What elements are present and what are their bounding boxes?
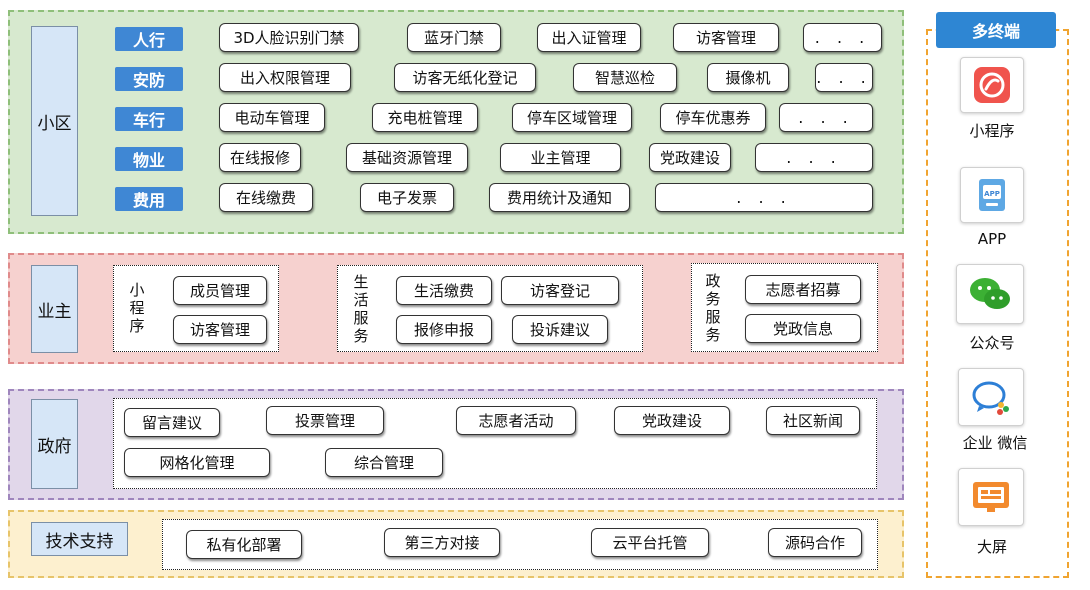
chip-visitor-registration: 访客登记: [501, 276, 619, 305]
xiaoqu-label: 小区: [31, 26, 78, 216]
title-char: 小: [129, 281, 145, 299]
app-icon: APP: [979, 179, 1005, 211]
app-label: APP: [977, 230, 1007, 248]
chip-access-permission: 出入权限管理: [219, 63, 351, 92]
title-char: 生: [353, 273, 369, 291]
category-feiyong: 费用: [115, 187, 183, 211]
chip-party-building: 党政建设: [649, 143, 731, 172]
category-renxing: 人行: [115, 27, 183, 51]
chip-more: . . .: [803, 23, 882, 52]
chip-complaint-suggestion: 投诉建议: [512, 315, 608, 344]
chip-message-suggestion: 留言建议: [124, 408, 220, 437]
zhengfu-label: 政府: [31, 399, 78, 489]
big-screen-icon: [973, 482, 1009, 512]
chip-3d-face-access: 3D人脸识别门禁: [219, 23, 359, 52]
chip-online-repair: 在线报修: [219, 143, 301, 172]
jishu-group: [162, 519, 878, 570]
enterprise-wechat-tile: [958, 368, 1024, 426]
chip-community-news: 社区新闻: [766, 406, 860, 435]
chip-source-code-cooperation: 源码合作: [768, 528, 862, 557]
terminals-title: 多终端: [936, 12, 1056, 48]
chip-life-payment: 生活缴费: [396, 276, 492, 305]
chip-paperless-registration: 访客无纸化登记: [394, 63, 536, 92]
chip-third-party-integration: 第三方对接: [384, 528, 500, 557]
title-char: 服: [353, 309, 369, 327]
mini-program-icon: [974, 67, 1010, 103]
chip-electronic-invoice: 电子发票: [360, 183, 454, 212]
mini-program-label: 小程序: [969, 122, 1015, 140]
big-screen-label: 大屏: [976, 538, 1007, 556]
title-char: 务: [705, 326, 721, 344]
enterprise-wechat-label: 企业 微信: [962, 434, 1028, 452]
chip-charging-pile: 充电桩管理: [372, 103, 478, 132]
chip-parking-coupon: 停车优惠券: [660, 103, 766, 132]
chip-more: . . .: [815, 63, 873, 92]
chip-more: . . .: [779, 103, 873, 132]
chip-basic-resources: 基础资源管理: [346, 143, 468, 172]
chip-grid-management: 网格化管理: [124, 448, 270, 477]
group-mini-program-title: 小 程 序: [124, 272, 150, 344]
chip-smart-patrol: 智慧巡检: [573, 63, 677, 92]
chip-more: . . .: [755, 143, 873, 172]
title-char: 序: [129, 317, 145, 335]
chip-private-deployment: 私有化部署: [186, 530, 302, 559]
chip-member-management: 成员管理: [173, 276, 267, 305]
big-screen-tile: [958, 468, 1024, 526]
group-gov-service-title: 政 务 服 务: [700, 268, 726, 348]
wechat-tile: [956, 264, 1024, 324]
chip-integrated-management: 综合管理: [325, 448, 443, 477]
category-anfang: 安防: [115, 67, 183, 91]
chip-owner-management: 业主管理: [500, 143, 621, 172]
chip-visitor-management: 访客管理: [173, 315, 267, 344]
mini-program-tile: [960, 57, 1024, 113]
wechat-label: 公众号: [969, 334, 1015, 352]
yezhu-label: 业主: [31, 265, 78, 353]
title-char: 服: [705, 308, 721, 326]
group-life-service-title: 生 活 服 务: [348, 268, 374, 350]
chip-cloud-hosting: 云平台托管: [591, 528, 709, 557]
title-char: 活: [353, 291, 369, 309]
chip-repair-report: 报修申报: [396, 315, 492, 344]
chip-party-building: 党政建设: [614, 406, 730, 435]
chip-more: . . .: [655, 183, 873, 212]
chip-volunteer-activity: 志愿者活动: [456, 406, 576, 435]
category-chexing: 车行: [115, 107, 183, 131]
chip-fee-statistics: 费用统计及通知: [489, 183, 630, 212]
title-char: 政: [705, 272, 721, 290]
chip-online-payment: 在线缴费: [219, 183, 313, 212]
enterprise-wechat-icon: [972, 381, 1009, 415]
chip-pass-management: 出入证管理: [537, 23, 641, 52]
chip-voting-management: 投票管理: [266, 406, 384, 435]
title-char: 程: [129, 299, 145, 317]
chip-camera: 摄像机: [707, 63, 789, 92]
jishu-label: 技术支持: [31, 522, 128, 556]
title-char: 务: [705, 290, 721, 308]
chip-parking-zone: 停车区域管理: [512, 103, 632, 132]
chip-party-info: 党政信息: [745, 314, 861, 343]
title-char: 务: [353, 327, 369, 345]
chip-volunteer-recruit: 志愿者招募: [745, 275, 861, 304]
chip-ebike-management: 电动车管理: [219, 103, 325, 132]
chip-bluetooth-access: 蓝牙门禁: [407, 23, 501, 52]
svg-text:APP: APP: [984, 190, 1000, 198]
wechat-icon: [970, 278, 1010, 309]
category-wuye: 物业: [115, 147, 183, 171]
chip-visitor-management: 访客管理: [673, 23, 779, 52]
app-tile: APP: [960, 167, 1024, 223]
